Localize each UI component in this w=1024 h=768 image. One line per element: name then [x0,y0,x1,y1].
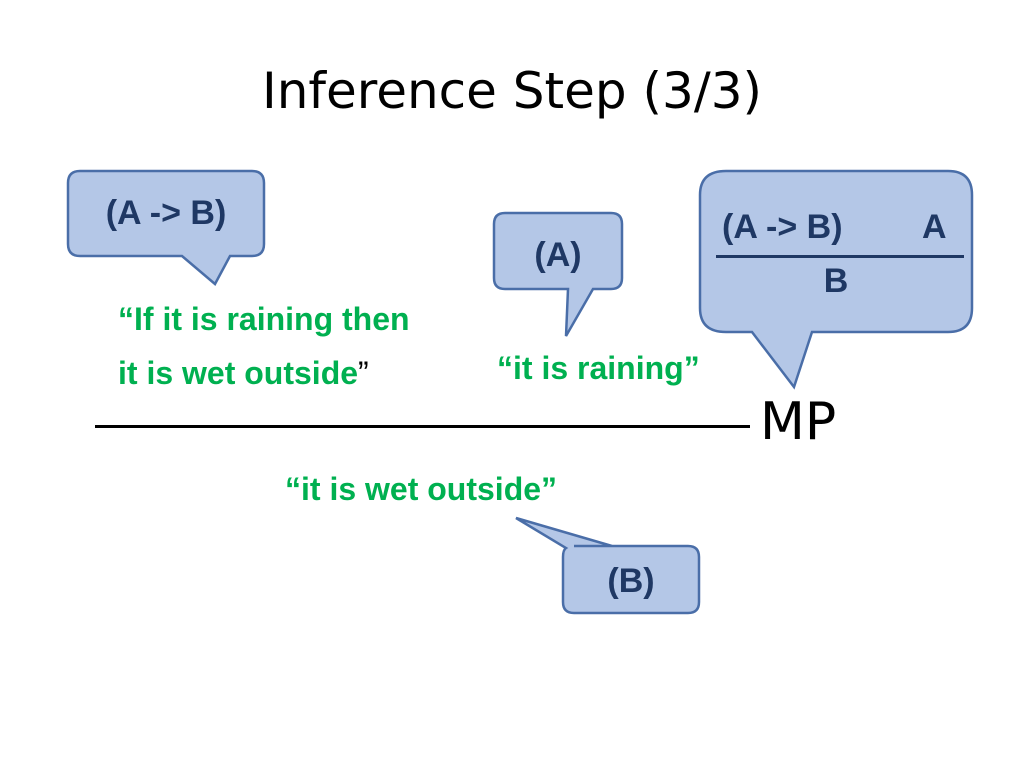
statement-conclusion: “it is wet outside” [285,471,558,507]
callout-implication-shape [66,169,266,286]
inference-rule-line [95,425,750,428]
statement-implication-line2-wrap: it is wet outside” [118,346,410,400]
slide-title: Inference Step (3/3) [261,62,763,120]
statement-premise: “it is raining” [497,350,700,386]
statement-implication: “If it is raining then it is wet outside… [118,292,410,401]
statement-implication-line1: “If it is raining then [118,301,410,337]
rule-conclusion: B [823,262,849,300]
rule-premise-implication: (A -> B) [722,208,843,246]
callout-implication-label: (A -> B) [105,194,227,232]
callout-premise-label: (A) [534,236,582,274]
rule-fraction-line [716,255,964,258]
rule-premise-antecedent: A [922,208,947,246]
callout-conclusion-shape [515,516,701,615]
statement-implication-line2: it is wet outside [118,355,359,392]
callout-conclusion-label: (B) [607,562,655,600]
callout-rule-shape [698,169,974,390]
rule-name: MP [760,392,837,452]
callout-premise-shape [492,211,624,337]
statement-implication-close-quote: ” [358,355,369,392]
